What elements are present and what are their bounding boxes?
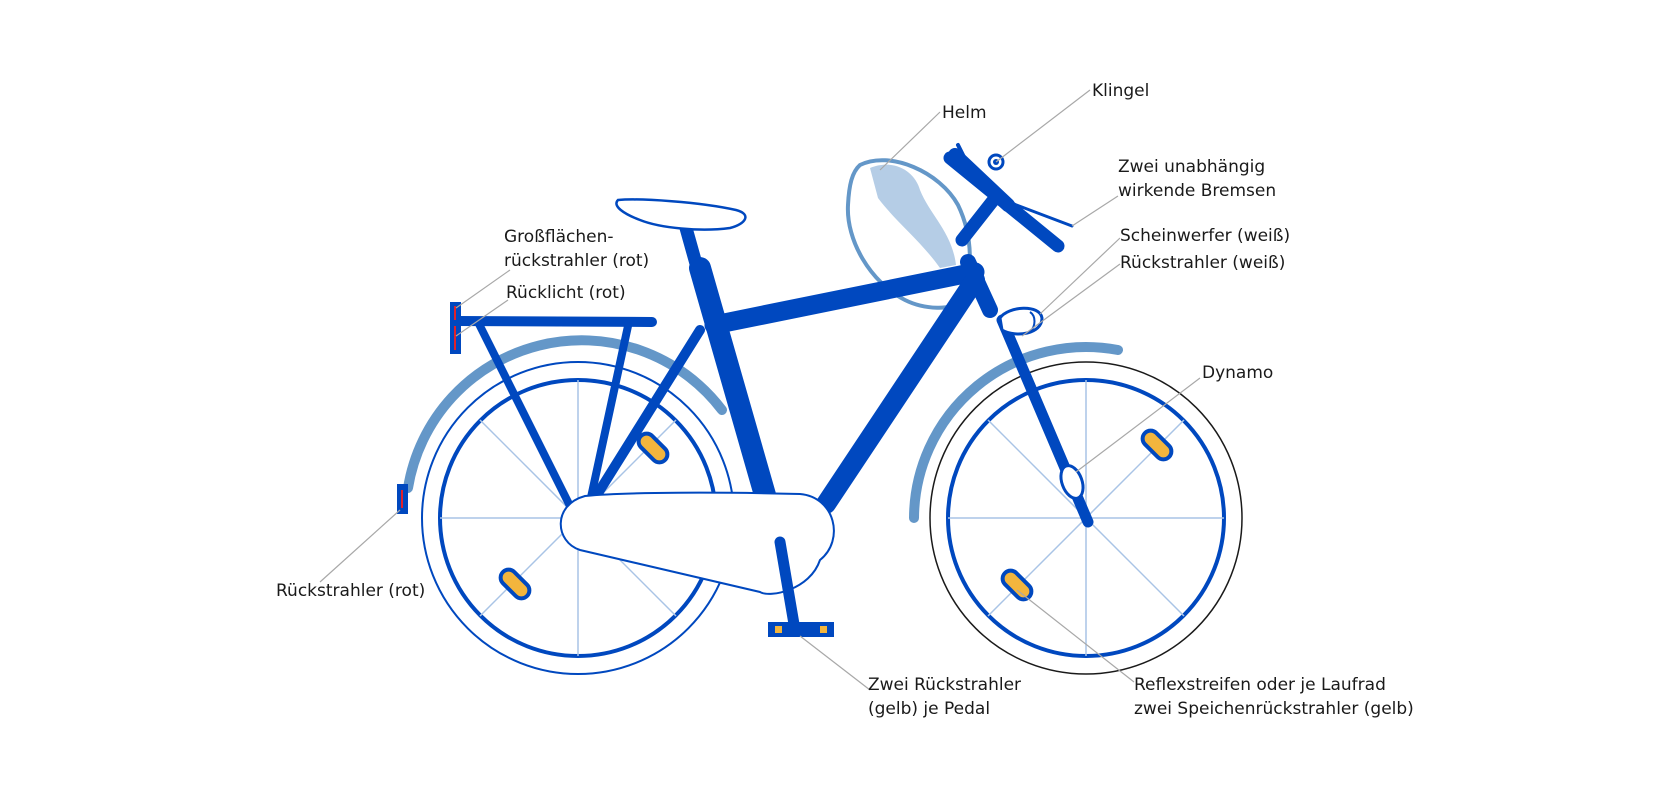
leader-helm	[879, 111, 941, 171]
leader-ruecklicht	[455, 299, 509, 337]
pedal-reflector-right	[820, 626, 827, 633]
saddle	[615, 198, 747, 231]
label-reflex-line2: zwei Speichenrückstrahler (gelb)	[1134, 699, 1414, 719]
front-fender	[909, 341, 1123, 523]
handlebar-upper	[956, 143, 980, 187]
leader-rueckstrahler-weiss	[1021, 263, 1121, 337]
seat-stay	[585, 325, 705, 511]
down-tube	[816, 270, 985, 514]
top-tube	[704, 262, 985, 335]
leader-pedal	[799, 635, 871, 691]
crank-arm	[774, 536, 801, 636]
headlight	[998, 306, 1044, 336]
label-dynamo: Dynamo	[1202, 363, 1273, 383]
dynamo	[1059, 464, 1085, 500]
chain-guard	[559, 491, 835, 595]
rear-spoke-reflector-lower	[498, 567, 532, 601]
label-reflex-line1: Reflexstreifen oder je Laufrad	[1134, 675, 1386, 695]
frame	[585, 143, 1094, 528]
label-rueckstrahler-weiss: Rückstrahler (weiß)	[1120, 253, 1285, 273]
leader-klingel	[995, 89, 1091, 163]
leader-rueckstrahler-rot	[319, 509, 401, 583]
label-rueckstrahler-rot: Rückstrahler (rot)	[276, 581, 425, 601]
handlebar-grip	[948, 148, 1015, 212]
leader-lines	[319, 89, 1201, 691]
leader-grossflaechen	[455, 269, 511, 309]
brake-lever	[996, 196, 1074, 228]
leader-reflex	[1016, 589, 1135, 683]
label-grossflaechen-line2: rückstrahler (rot)	[504, 251, 649, 271]
rear-spoke-reflector-upper	[636, 431, 670, 465]
front-wheel	[929, 361, 1243, 675]
pedal-reflector-left	[775, 626, 782, 633]
seat-tube	[689, 257, 776, 506]
head-tube	[960, 254, 998, 318]
stem	[955, 191, 1002, 247]
label-scheinwerfer: Scheinwerfer (weiß)	[1120, 226, 1290, 246]
label-bremsen-line1: Zwei unabhängig	[1118, 157, 1265, 177]
leader-dynamo	[1075, 377, 1201, 473]
front-spoke-reflector-lower	[1000, 568, 1034, 602]
label-ruecklicht: Rücklicht (rot)	[506, 283, 626, 303]
label-helm: Helm	[942, 103, 987, 123]
label-klingel: Klingel	[1092, 81, 1149, 101]
labels: Helm Klingel Zwei unabhängig wirkende Br…	[276, 81, 1414, 719]
leader-scheinwerfer	[1039, 237, 1121, 315]
label-bremsen-line2: wirkende Bremsen	[1118, 181, 1276, 201]
label-pedal-line2: (gelb) je Pedal	[868, 699, 990, 719]
pedal	[768, 622, 834, 637]
label-grossflaechen-line1: Großflächen-	[504, 227, 614, 247]
helmet-visor	[870, 164, 956, 268]
front-tire-outer	[929, 361, 1243, 675]
leader-bremsen	[1071, 195, 1119, 227]
front-spoke-reflector-upper	[1140, 428, 1174, 462]
label-pedal-line1: Zwei Rückstrahler	[868, 675, 1021, 695]
luggage-rack	[453, 316, 657, 526]
